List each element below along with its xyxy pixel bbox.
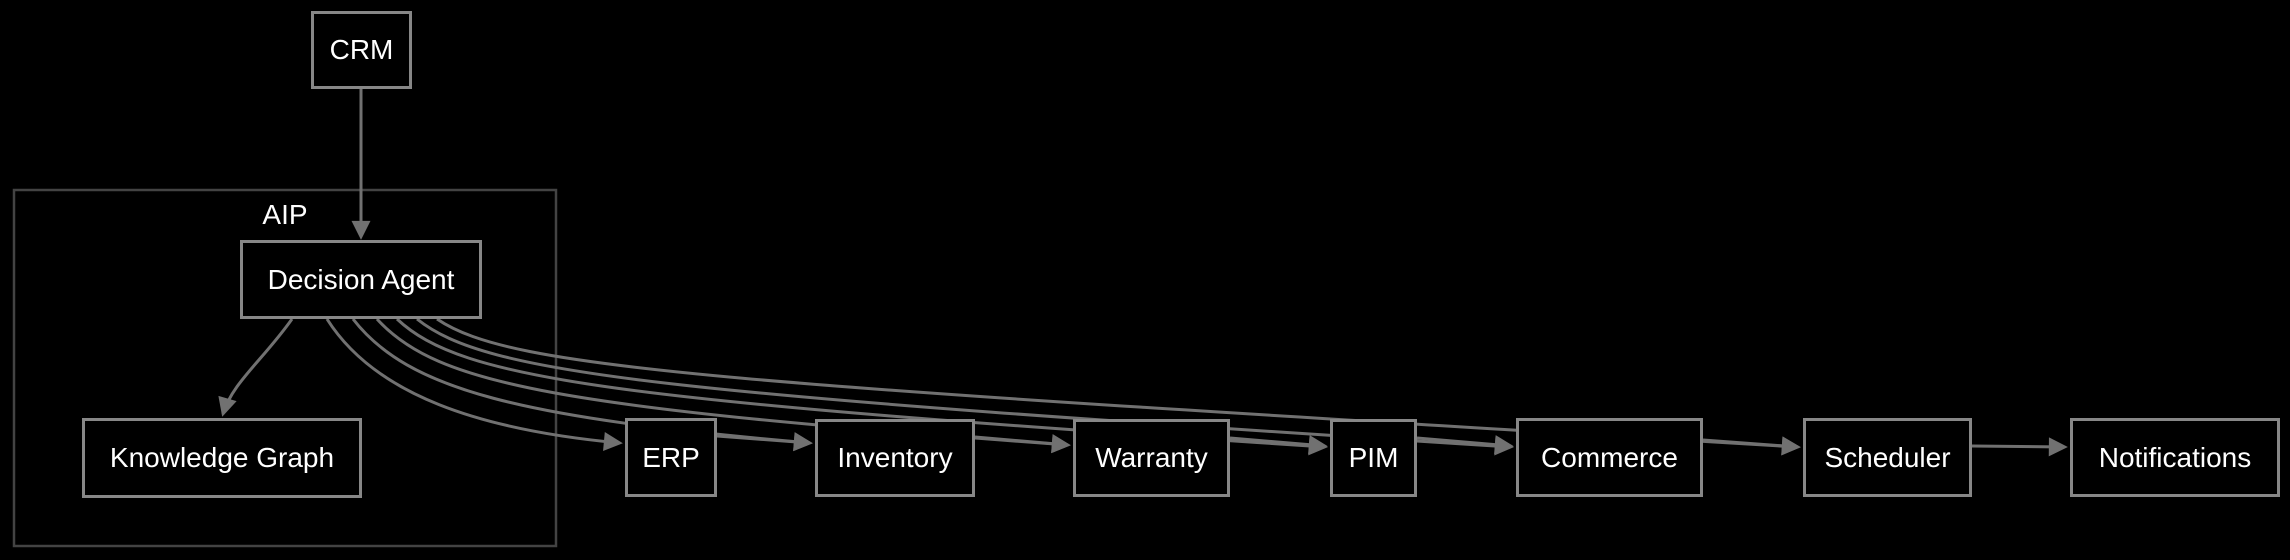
node-commerce: Commerce bbox=[1516, 418, 1703, 497]
node-pim: PIM bbox=[1330, 419, 1417, 497]
cluster-aip-label: AIP bbox=[262, 199, 308, 230]
node-decision-agent: Decision Agent bbox=[240, 240, 482, 319]
node-warranty-label: Warranty bbox=[1095, 442, 1208, 473]
edge-decision-agent-pim bbox=[395, 317, 1328, 456]
node-pim-label: PIM bbox=[1348, 442, 1399, 473]
node-erp-label: ERP bbox=[642, 441, 700, 473]
node-crm: CRM bbox=[311, 11, 412, 89]
edge-decision-agent-erp bbox=[325, 318, 623, 451]
node-knowledge-graph: Knowledge Graph bbox=[82, 418, 362, 498]
edge-scheduler-notifications bbox=[1971, 437, 2068, 457]
node-scheduler: Scheduler bbox=[1803, 418, 1972, 497]
node-knowledge-graph-label: Knowledge Graph bbox=[109, 442, 335, 473]
edge-erp-inventory bbox=[716, 432, 813, 452]
node-commerce-label: Commerce bbox=[1541, 441, 1678, 473]
node-notifications-label: Notifications bbox=[2098, 441, 2252, 473]
node-erp: ERP bbox=[625, 418, 717, 497]
node-crm-label: CRM bbox=[329, 34, 394, 65]
edge-warranty-pim bbox=[1229, 435, 1328, 455]
edge-pim-commerce bbox=[1416, 435, 1514, 455]
node-scheduler-label: Scheduler bbox=[1824, 441, 1951, 473]
node-notifications: Notifications bbox=[2070, 418, 2280, 497]
edge-commerce-scheduler bbox=[1702, 436, 1801, 456]
edge-decision-agent-knowledge-graph bbox=[218, 318, 294, 417]
node-inventory-label: Inventory bbox=[837, 442, 953, 473]
node-decision-agent-label: Decision Agent bbox=[267, 263, 455, 295]
edge-inventory-warranty bbox=[974, 434, 1071, 454]
node-inventory: Inventory bbox=[815, 419, 975, 497]
node-warranty: Warranty bbox=[1073, 419, 1230, 497]
